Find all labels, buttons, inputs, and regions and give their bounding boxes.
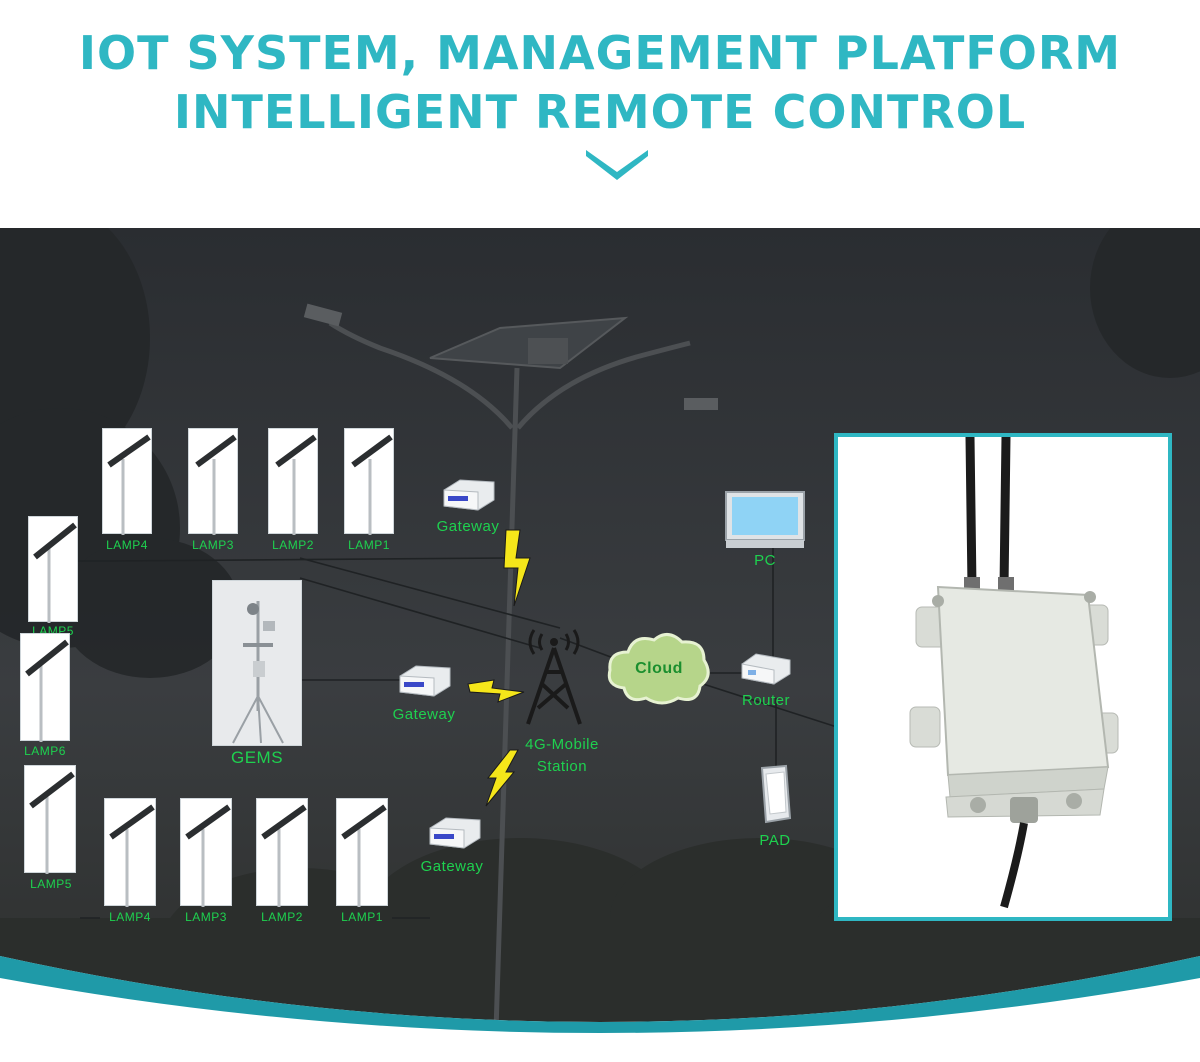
lamp-label: LAMP3: [192, 538, 234, 552]
lamp-label: LAMP4: [109, 910, 151, 924]
gems-label: GEMS: [230, 748, 284, 767]
lamp-label: LAMP6: [24, 744, 66, 758]
lightning-bolt-icon: [503, 529, 531, 607]
header: IOT SYSTEM, MANAGEMENT PLATFORM INTELLIG…: [0, 0, 1200, 228]
pad-label: PAD: [759, 832, 791, 849]
tower-label-line-2: Station: [536, 758, 588, 775]
gateway-label: Gateway: [420, 858, 484, 875]
lightning-bolt-icon: [467, 679, 525, 703]
lamp-card: [344, 428, 394, 535]
lamp-card: [180, 798, 232, 907]
lamp-card: [268, 428, 318, 535]
controller-product-photo: [834, 433, 1172, 921]
lamp-label: LAMP3: [185, 910, 227, 924]
lamp-label: LAMP1: [341, 910, 383, 924]
page-title-line-1: IOT SYSTEM, MANAGEMENT PLATFORM: [78, 26, 1122, 80]
lamp-card: [102, 428, 152, 535]
lamp-label: LAMP2: [261, 910, 303, 924]
gateway-icon: [429, 817, 481, 849]
router-label: Router: [741, 692, 791, 709]
gems-station: [212, 580, 302, 746]
tower-label-line-1: 4G-Mobile: [525, 736, 599, 753]
gateway-label: Gateway: [436, 518, 500, 535]
cloud-label: Cloud: [635, 660, 683, 677]
lamp-card: [20, 633, 70, 742]
router-icon: [741, 653, 791, 685]
pc-label: PC: [754, 552, 776, 569]
lamp-label: LAMP5: [30, 877, 72, 891]
cloud-icon: [607, 633, 710, 705]
chevron-down-icon: [586, 150, 648, 180]
page-title-line-2: INTELLIGENT REMOTE CONTROL: [173, 85, 1027, 139]
lamp-card: [28, 516, 78, 623]
lamp-card: [188, 428, 238, 535]
lamp-card: [336, 798, 388, 907]
lamp-label: LAMP1: [348, 538, 390, 552]
gateway-label: Gateway: [392, 706, 456, 723]
gateway-icon: [399, 665, 451, 697]
cell-tower-icon: [526, 629, 582, 725]
lamp-label: LAMP4: [106, 538, 148, 552]
lamp-label: LAMP2: [272, 538, 314, 552]
lamp-card: [24, 765, 76, 874]
pc-monitor-icon: [725, 491, 805, 548]
lightning-bolt-icon: [485, 749, 519, 807]
lamp-card: [256, 798, 308, 907]
iot-network-diagram: LAMP4 LAMP3 LAMP2 LAMP1 LAMP5 LAMP6 LAMP…: [0, 228, 1200, 1062]
gateway-icon: [443, 479, 495, 511]
tablet-icon: [760, 764, 792, 824]
lamp-card: [104, 798, 156, 907]
controller-box-image: [909, 437, 1119, 909]
